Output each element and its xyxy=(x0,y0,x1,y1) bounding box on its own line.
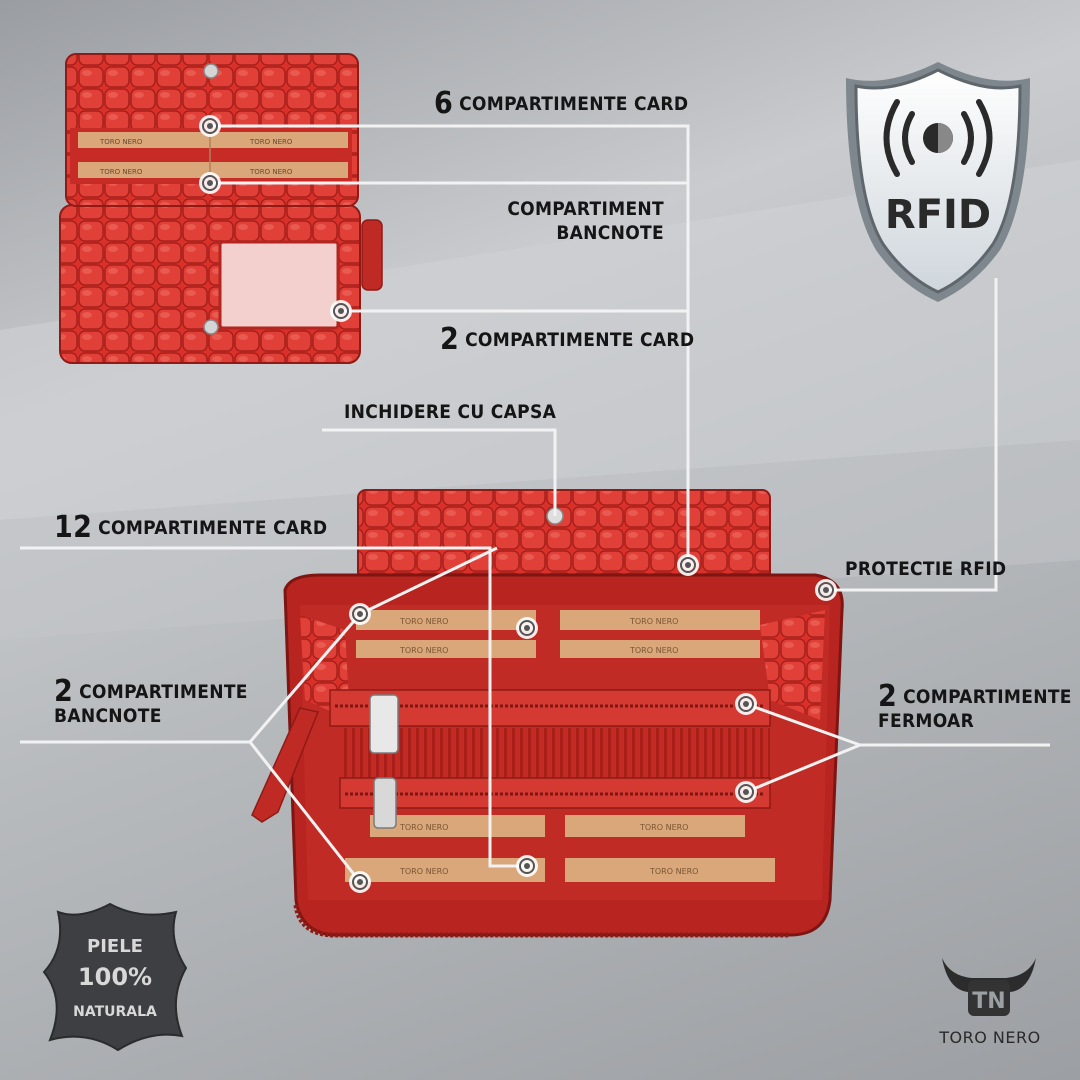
rfid-shield-badge: RFID xyxy=(846,62,1030,302)
leather-line2: 100% xyxy=(78,963,152,991)
leather-line3: NATURALA xyxy=(73,1004,157,1020)
card-brand-print: TORO NERO xyxy=(629,646,678,655)
card-brand-print: TORO NERO xyxy=(399,867,448,876)
target-marker xyxy=(735,693,757,715)
card-brand-print: TORO NERO xyxy=(399,823,448,832)
label-line: FERMOAR xyxy=(878,710,975,732)
id-window xyxy=(218,240,340,330)
brand-name: TORO NERO xyxy=(939,1028,1041,1047)
leather-line1: PIELE xyxy=(87,936,143,957)
target-marker xyxy=(677,554,699,576)
card-brand-print: TORO NERO xyxy=(99,168,143,176)
label-line: BANCNOTE xyxy=(54,705,162,727)
label-text: COMPARTIMENTE CARD xyxy=(459,93,689,115)
label-text: PROTECTIE RFID xyxy=(845,558,1007,580)
card-brand-print: TORO NERO xyxy=(399,617,448,626)
card-brand-print: TORO NERO xyxy=(249,168,293,176)
label-number: 2 xyxy=(54,674,74,709)
label-snap-closure: INCHIDERE CU CAPSA xyxy=(344,400,556,424)
zipper-pull xyxy=(361,219,383,291)
label-line: BANCNOTE xyxy=(556,222,664,244)
leader-lines xyxy=(20,124,1050,883)
zipper-pull xyxy=(369,694,399,754)
card-brand-print: TORO NERO xyxy=(639,823,688,832)
label-banknote: COMPARTIMENT BANCNOTE xyxy=(480,197,664,245)
label-line: COMPARTIMENTE xyxy=(903,686,1072,708)
label-number: 12 xyxy=(54,510,93,545)
genuine-leather-badge: PIELE 100% NATURALA xyxy=(42,902,188,1052)
snap-button xyxy=(203,63,219,79)
target-marker xyxy=(516,855,538,877)
snap-button xyxy=(203,319,219,335)
label-text: INCHIDERE CU CAPSA xyxy=(344,401,557,423)
light-band xyxy=(0,160,1080,520)
label-number: 2 xyxy=(878,679,898,714)
callout-markers xyxy=(199,115,837,893)
card-brand-print: TORO NERO xyxy=(249,138,293,146)
label-number: 6 xyxy=(434,86,454,121)
label-number: 2 xyxy=(440,322,460,357)
target-marker xyxy=(330,300,352,322)
card-brand-print: TORO NERO xyxy=(399,646,448,655)
zipper-tab xyxy=(251,707,320,823)
card-brand-print: TORO NERO xyxy=(629,617,678,626)
label-text: COMPARTIMENTE CARD xyxy=(98,517,328,539)
card-brand-print: TORO NERO xyxy=(649,867,698,876)
target-marker xyxy=(516,617,538,639)
target-marker xyxy=(199,115,221,137)
rfid-text: RFID xyxy=(885,192,991,238)
wallet-main-photo: TORO NERO TORO NERO TORO NERO TORO NERO … xyxy=(251,489,844,938)
label-text: COMPARTIMENTE CARD xyxy=(465,329,695,351)
logo-letters: TN xyxy=(972,989,1005,1014)
label-line: COMPARTIMENT xyxy=(507,198,664,220)
target-marker xyxy=(815,579,837,601)
target-marker xyxy=(349,871,371,893)
target-marker xyxy=(199,172,221,194)
target-marker xyxy=(349,603,371,625)
label-line: COMPARTIMENTE xyxy=(79,681,248,703)
label-rfid-protection: PROTECTIE RFID xyxy=(845,557,1006,581)
wireless-signal-icon xyxy=(883,99,993,177)
card-brand-print: TORO NERO xyxy=(99,138,143,146)
zipper-pull xyxy=(373,777,397,829)
bull-logo-icon: TN xyxy=(942,958,1036,1016)
target-marker xyxy=(735,781,757,803)
